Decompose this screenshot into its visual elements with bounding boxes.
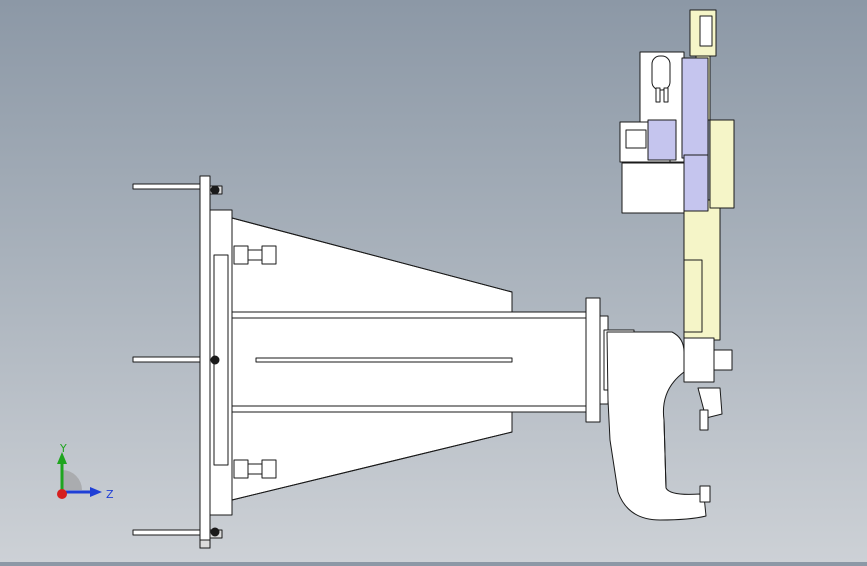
- z-axis-label: Z: [106, 488, 114, 501]
- mounting-plates: [199, 175, 233, 549]
- transformer-housing: [619, 51, 709, 214]
- main-beam: [231, 311, 588, 413]
- y-axis-label: Y: [59, 442, 67, 455]
- coordinate-triad: Y Z: [57, 442, 114, 501]
- gusset-bolts: [233, 245, 277, 479]
- mounting-rods: [132, 183, 206, 536]
